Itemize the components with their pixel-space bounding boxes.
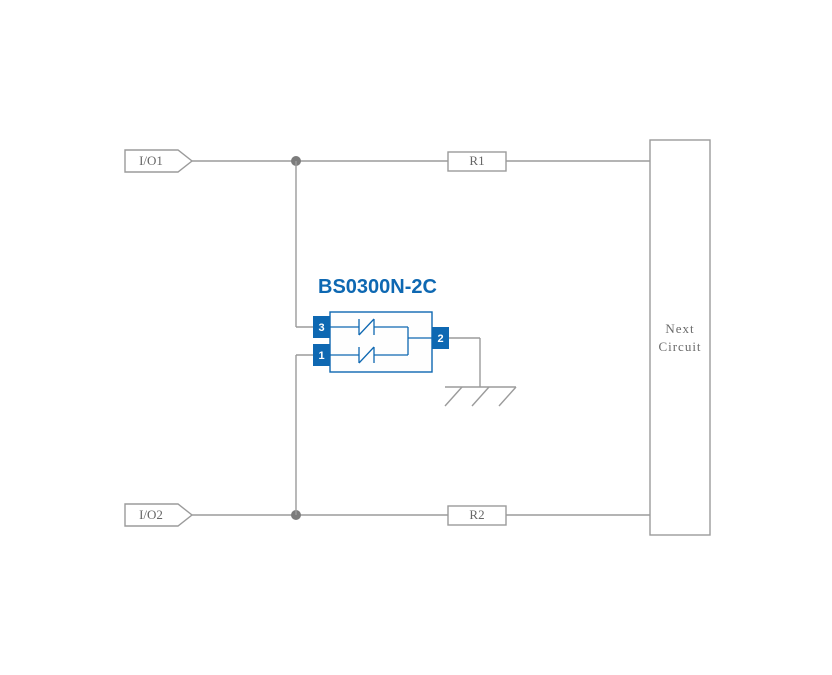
diode-upper-diagonal bbox=[358, 318, 375, 336]
next-circuit-body bbox=[649, 139, 711, 536]
resistor-r1-label: R1 bbox=[469, 153, 484, 168]
pin2-pad bbox=[432, 327, 449, 349]
next-circuit-label-line2: Circuit bbox=[658, 339, 701, 354]
ground-hatch-1 bbox=[444, 386, 463, 407]
bottom-signal-wire: R2 bbox=[192, 505, 650, 526]
resistor-r2-label: R2 bbox=[469, 507, 484, 522]
io2-connector: I/O2 bbox=[124, 503, 194, 527]
tvs-component: BS0300N-2C 3 1 2 bbox=[313, 276, 449, 373]
ground-hatch-3 bbox=[498, 386, 517, 407]
ground-branch bbox=[444, 337, 517, 407]
tvs-body bbox=[329, 311, 433, 373]
pin1-pad bbox=[313, 344, 330, 366]
pin1-number: 1 bbox=[318, 350, 324, 362]
pin3-number: 3 bbox=[318, 322, 324, 334]
io1-label: I/O1 bbox=[139, 153, 163, 168]
diode-symbol-lower bbox=[330, 346, 408, 364]
branch-wires bbox=[295, 161, 313, 515]
io1-connector: I/O1 bbox=[124, 149, 194, 173]
diode-symbol-upper bbox=[330, 318, 408, 336]
ground-symbol bbox=[444, 386, 517, 407]
io2-connector-shape bbox=[124, 503, 194, 527]
resistor-r2-body bbox=[447, 505, 507, 526]
pin3-pad bbox=[313, 316, 330, 338]
part-number-label: BS0300N-2C bbox=[318, 276, 437, 298]
io1-connector-shape bbox=[124, 149, 194, 173]
io2-label: I/O2 bbox=[139, 507, 163, 522]
diode-lower-diagonal bbox=[358, 346, 375, 364]
pin2-number: 2 bbox=[437, 333, 443, 345]
resistor-r1-body bbox=[447, 151, 507, 172]
next-circuit-label-line1: Next bbox=[665, 321, 694, 336]
ground-hatch-2 bbox=[471, 386, 490, 407]
top-signal-wire: R1 bbox=[192, 151, 650, 172]
next-circuit-block: Next Circuit bbox=[649, 139, 711, 536]
